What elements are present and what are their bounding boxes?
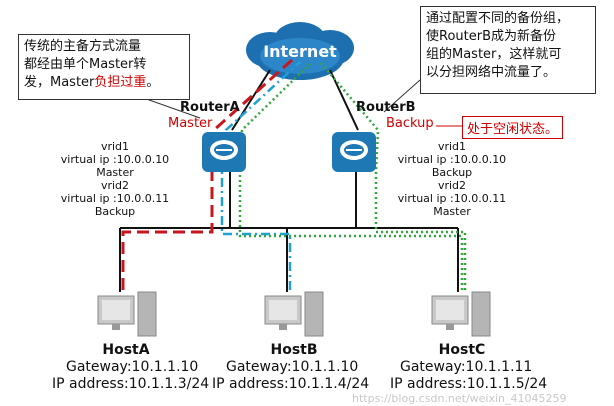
routerb-icon [332, 132, 376, 172]
routera-name: RouterA [180, 100, 240, 115]
callout-left-line3-suffix: 。 [146, 75, 160, 90]
routera-vrid1: vrid1 [100, 140, 130, 153]
routerb-vrrp-info: vrid1 virtual ip :10.0.0.10 Backup vrid2… [386, 140, 518, 218]
callout-right-line4: 以分担网络中流量了。 [426, 65, 557, 80]
callout-left-line1: 传统的主备方式流量 [24, 39, 142, 54]
internet-cloud-icon [246, 22, 354, 80]
callout-left-line3-prefix: 发，Master [24, 75, 95, 90]
hosta-ip: IP address:10.1.1.3/24 [52, 376, 210, 392]
callout-right-line1: 通过配置不同的备份组， [426, 11, 570, 26]
hostc-gateway: Gateway:10.1.1.11 [400, 359, 533, 375]
hostc-name: HostC [438, 342, 486, 358]
callout-right: 通过配置不同的备份组， 使RouterB成为新备份 组的Master，这样就可 … [420, 6, 596, 94]
callout-left-line3: 发，Master负担过重。 [24, 74, 184, 92]
hosta-gateway: Gateway:10.1.1.10 [66, 359, 199, 375]
routerb-state2: Master [433, 205, 471, 218]
routera-vip1: virtual ip :10.0.0.10 [60, 153, 170, 166]
watermark: https://blog.csdn.net/weixin_41045259 [352, 392, 567, 405]
traffic-path-hostc [238, 61, 464, 290]
callout-left-line2: 都经由单个Master转 [24, 57, 147, 72]
hosta-name: HostA [102, 342, 150, 358]
traffic-path-hostc-routerb [319, 61, 467, 290]
routera-vrrp-info: vrid1 virtual ip :10.0.0.10 Master vrid2… [50, 140, 180, 218]
hosta-computer-icon [97, 291, 157, 337]
callout-right-pointer [383, 79, 421, 113]
routera-vip2: virtual ip :10.0.0.11 [60, 192, 170, 205]
routerb-state1: Backup [431, 166, 473, 179]
hostc-ip: IP address:10.1.1.5/24 [390, 376, 548, 392]
callout-left: 传统的主备方式流量 都经由单个Master转 发，Master负担过重。 [18, 34, 190, 100]
routera-state1: Master [96, 166, 134, 179]
routera-icon [202, 132, 246, 172]
routerb-vrid2: vrid2 [437, 179, 467, 192]
routerb-role: Backup [386, 116, 434, 131]
internet-label: Internet [263, 42, 337, 61]
hostb-gateway: Gateway:10.1.1.10 [226, 359, 359, 375]
callout-right-line3: 组的Master，这样就可 [426, 47, 562, 62]
callout-right-line2: 使RouterB成为新备份 [426, 29, 557, 44]
routerb-vip1: virtual ip :10.0.0.10 [397, 153, 507, 166]
routerb-status-badge: 处于空闲状态。 [462, 116, 564, 139]
routera-role: Master [168, 116, 213, 131]
routera-state2: Backup [94, 205, 136, 218]
hostb-ip: IP address:10.1.1.4/24 [212, 376, 370, 392]
hostb-name: HostB [270, 342, 318, 358]
link-routera-internet [231, 69, 271, 131]
routerb-name: RouterB [356, 100, 416, 115]
traffic-path-hostb [220, 61, 301, 290]
hostc-computer-icon [431, 291, 491, 337]
routerb-vrid1: vrid1 [437, 140, 467, 153]
hostb-computer-icon [264, 291, 324, 337]
routerb-vip2: virtual ip :10.0.0.11 [397, 192, 507, 205]
callout-left-line3-red: 负担过重 [94, 75, 147, 90]
routera-vrid2: vrid2 [100, 179, 130, 192]
